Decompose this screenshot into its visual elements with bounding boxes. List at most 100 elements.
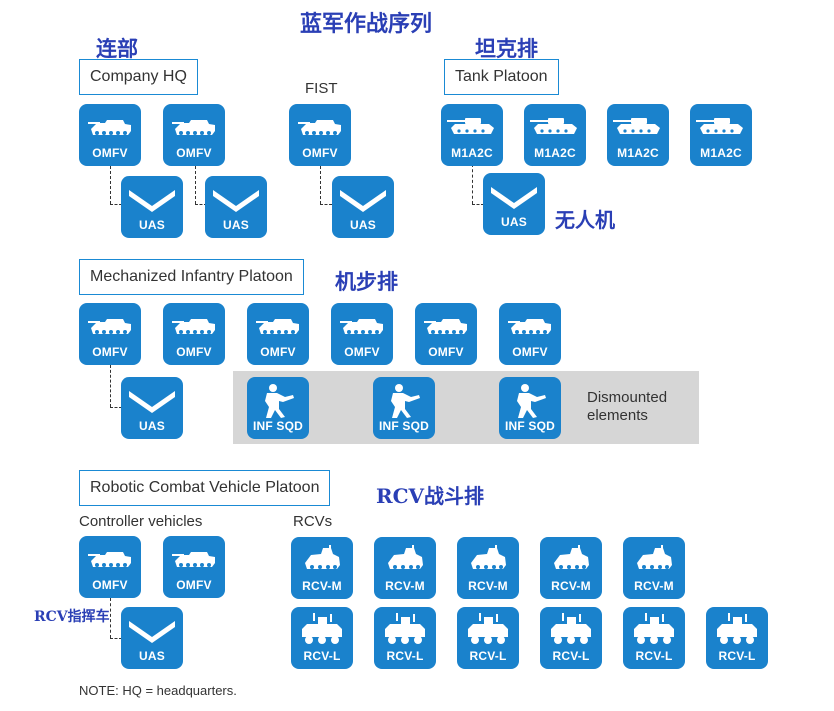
unit-omfv: OMFV	[79, 303, 141, 365]
unit-omfv: OMFV	[163, 536, 225, 598]
annotation-tank: 坦克排	[475, 36, 538, 61]
tank-icon	[508, 319, 551, 334]
unit-uas: UAS	[121, 607, 183, 669]
unit-rcvl: RCV-L	[291, 607, 353, 669]
unit-omfv: OMFV	[163, 303, 225, 365]
annotation-mech: 机步排	[335, 269, 398, 294]
tank-icon	[88, 120, 131, 135]
drone-icon	[213, 190, 259, 212]
unit-omfv: OMFV	[247, 303, 309, 365]
diagram-title: 蓝军作战序列	[300, 11, 433, 37]
tank-icon	[447, 118, 494, 134]
unit-label: INF SQD	[378, 419, 430, 433]
unit-label: OMFV	[92, 146, 128, 160]
unit-m1a2c: M1A2C	[441, 104, 503, 166]
unit-label: INF SQD	[252, 419, 304, 433]
unit-omfv: OMFV	[79, 104, 141, 166]
unit-label: RCV-L	[552, 649, 590, 663]
unit-rcvm: RCV-M	[540, 537, 602, 599]
rcv-light-icon	[551, 613, 591, 644]
annotation-rcv-command: RCV指挥车	[34, 609, 110, 625]
unit-label: RCV-L	[718, 649, 756, 663]
unit-label: OMFV	[176, 345, 212, 359]
connector	[195, 166, 196, 204]
connector	[472, 164, 473, 204]
unit-rcvm: RCV-M	[623, 537, 685, 599]
footnote: NOTE: HQ = headquarters.	[79, 683, 237, 698]
tank-icon	[530, 118, 577, 134]
unit-uas: UAS	[121, 377, 183, 439]
connector	[320, 204, 332, 205]
unit-m1a2c: M1A2C	[524, 104, 586, 166]
annotation-company: 连部	[96, 36, 138, 61]
unit-label: OMFV	[302, 146, 338, 160]
unit-omfv: OMFV	[331, 303, 393, 365]
drone-icon	[491, 187, 537, 209]
unit-m1a2c: M1A2C	[690, 104, 752, 166]
tank-icon	[613, 118, 660, 134]
connector	[110, 598, 111, 638]
drone-icon	[129, 391, 175, 413]
tank-icon	[88, 552, 131, 567]
unit-rcvm: RCV-M	[457, 537, 519, 599]
drone-icon	[129, 621, 175, 643]
rcv-medium-icon	[471, 545, 506, 569]
connector	[195, 204, 207, 205]
tank-icon	[172, 319, 215, 334]
unit-label: UAS	[223, 218, 249, 232]
rcv-light-icon	[468, 613, 508, 644]
unit-label: RCV-M	[551, 579, 591, 593]
unit-inf: INF SQD	[247, 377, 309, 439]
unit-rcvl: RCV-L	[457, 607, 519, 669]
rcv-medium-icon	[637, 545, 672, 569]
mech-infantry-box: Mechanized Infantry Platoon	[79, 259, 304, 295]
tank-icon	[340, 319, 383, 334]
unit-label: M1A2C	[534, 146, 576, 160]
company-hq-box: Company HQ	[79, 59, 198, 95]
unit-uas: UAS	[483, 173, 545, 235]
drone-icon	[129, 190, 175, 212]
connector	[110, 365, 111, 407]
unit-omfv: OMFV	[163, 104, 225, 166]
unit-uas: UAS	[205, 176, 267, 238]
drone-icon	[340, 190, 386, 212]
rcv-medium-icon	[388, 545, 423, 569]
dismounted-label: Dismounted elements	[587, 389, 668, 424]
connector	[110, 166, 111, 204]
soldier-icon	[517, 384, 546, 418]
tank-icon	[88, 319, 131, 334]
dismounted-area	[233, 371, 699, 444]
unit-label: RCV-M	[385, 579, 425, 593]
unit-label: INF SQD	[504, 419, 556, 433]
unit-label: OMFV	[92, 578, 128, 592]
tank-platoon-box: Tank Platoon	[444, 59, 559, 95]
unit-label: RCV-L	[303, 649, 341, 663]
unit-label: M1A2C	[451, 146, 493, 160]
unit-label: UAS	[501, 215, 527, 229]
unit-label: UAS	[350, 218, 376, 232]
unit-label: RCV-M	[634, 579, 674, 593]
unit-label: RCV-M	[468, 579, 508, 593]
unit-label: M1A2C	[617, 146, 659, 160]
unit-uas: UAS	[121, 176, 183, 238]
unit-rcvm: RCV-M	[374, 537, 436, 599]
unit-label: UAS	[139, 419, 165, 433]
unit-inf: INF SQD	[373, 377, 435, 439]
soldier-icon	[391, 384, 420, 418]
unit-omfv: OMFV	[415, 303, 477, 365]
unit-m1a2c: M1A2C	[607, 104, 669, 166]
unit-label: UAS	[139, 649, 165, 663]
unit-omfv: OMFV	[79, 536, 141, 598]
rcvs-label: RCVs	[293, 513, 333, 530]
tank-icon	[172, 552, 215, 567]
rcv-platoon-box: Robotic Combat Vehicle Platoon	[79, 470, 331, 506]
tank-icon	[424, 319, 467, 334]
unit-label: OMFV	[260, 345, 296, 359]
soldier-icon	[265, 384, 294, 418]
unit-label: OMFV	[428, 345, 464, 359]
connector	[110, 407, 122, 408]
unit-rcvl: RCV-L	[540, 607, 602, 669]
unit-label: RCV-L	[469, 649, 507, 663]
unit-rcvl: RCV-L	[623, 607, 685, 669]
unit-label: OMFV	[512, 345, 548, 359]
